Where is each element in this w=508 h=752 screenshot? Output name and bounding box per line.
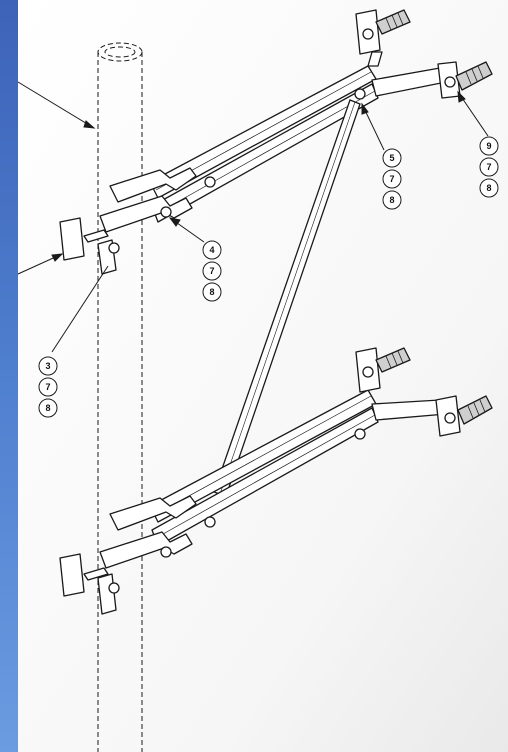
callout-3-part: 3 — [45, 361, 50, 371]
callout-group-9-7-8 — [479, 136, 499, 198]
callout-9-part: 9 — [486, 141, 491, 151]
callout-9-nut: 8 — [486, 183, 491, 193]
upper-bracket-assembly — [59, 9, 493, 275]
lower-bracket-assembly — [59, 347, 493, 615]
callout-4-nut: 8 — [209, 287, 214, 297]
callout-3-nut: 8 — [45, 403, 50, 413]
callout-5-nut: 8 — [389, 195, 394, 205]
callout-5-part: 5 — [389, 153, 394, 163]
slide-background-strip — [0, 0, 18, 752]
callout-3-washer: 7 — [45, 382, 50, 392]
callout-4-washer: 7 — [209, 266, 214, 276]
callout-4-part: 4 — [209, 245, 214, 255]
callout-group-3-7-8 — [38, 356, 58, 418]
callout-group-5-7-8 — [382, 148, 402, 210]
leader-lines — [17, 81, 96, 275]
callout-5-washer: 7 — [389, 174, 394, 184]
callout-9-washer: 7 — [486, 162, 491, 172]
callout-group-4-7-8 — [202, 240, 222, 302]
callout-labels: 3 7 8 4 7 8 5 7 8 9 7 8 — [45, 141, 491, 413]
callout-leaders — [51, 90, 489, 353]
pole — [97, 42, 143, 752]
